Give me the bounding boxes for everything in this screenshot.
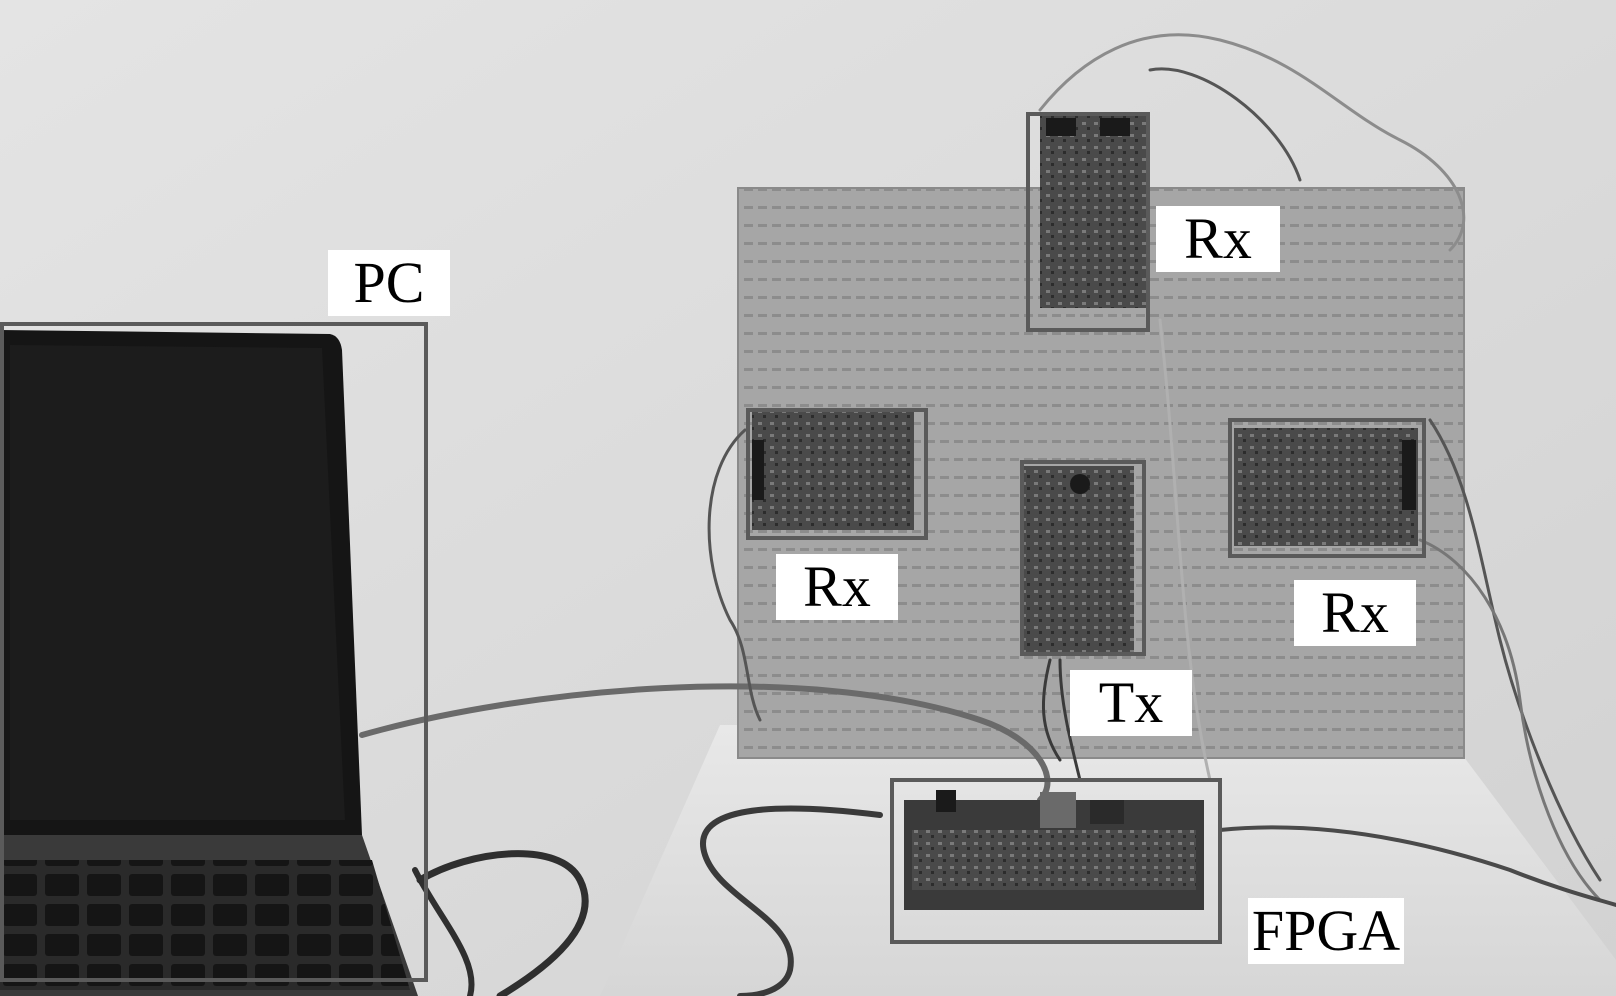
- pc-label: PC: [328, 250, 450, 316]
- fpga-box: [890, 778, 1222, 944]
- tx-box: [1020, 460, 1146, 656]
- tx-board: [1024, 466, 1134, 652]
- fpga-label: FPGA: [1248, 898, 1404, 964]
- cables: [359, 33, 1616, 996]
- rx-right-label: Rx: [1294, 580, 1416, 646]
- rx-board-left: [752, 412, 914, 530]
- rx-top-box: [1026, 112, 1150, 332]
- pc-box: [0, 322, 428, 982]
- rx-right-box: [1228, 418, 1426, 558]
- laptop: [0, 330, 418, 996]
- rx-left-box: [746, 408, 928, 540]
- rx-top-label: Rx: [1156, 206, 1280, 272]
- annotation-boxes: [0, 112, 1426, 982]
- rx-board-right: [1234, 428, 1418, 546]
- tx-label: Tx: [1070, 670, 1192, 736]
- rx-left-label: Rx: [776, 554, 898, 620]
- rx-board-top: [1040, 112, 1146, 308]
- fpga-board: [904, 790, 1204, 910]
